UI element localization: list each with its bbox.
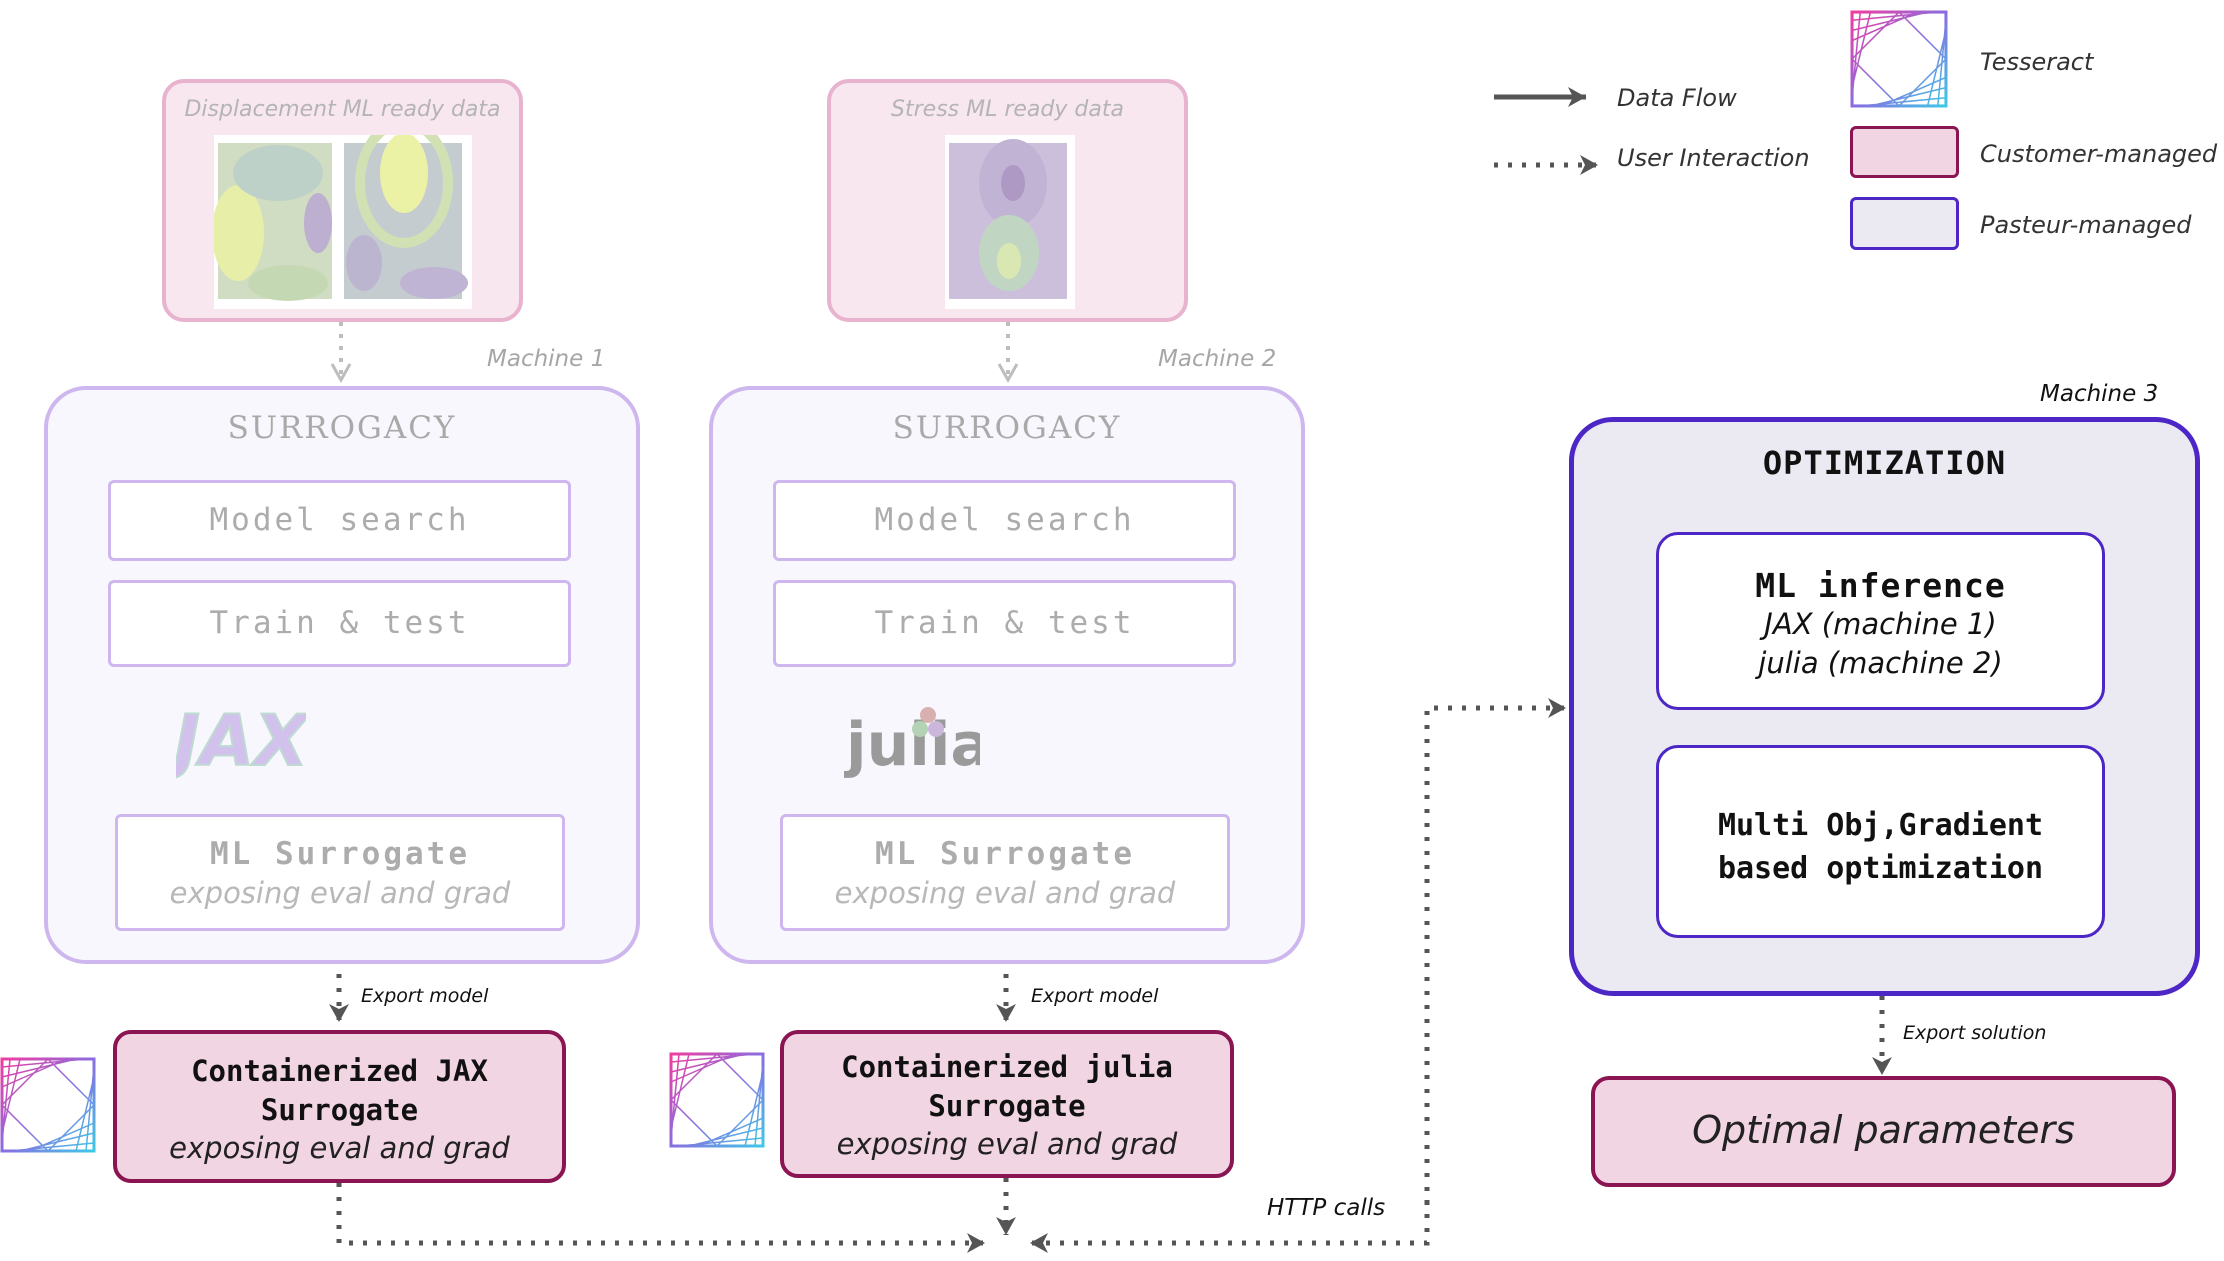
legend-data-flow-label: Data Flow	[1617, 84, 1737, 112]
ml-surrogate-title-2: ML Surrogate	[875, 836, 1135, 872]
machine-3-label: Machine 3	[2040, 381, 2159, 407]
ml-surrogate-box-2: ML Surrogate exposing eval and grad	[780, 814, 1230, 931]
containerized-jax-desc: exposing eval and grad	[169, 1131, 510, 1165]
train-test-label-1: Train & test	[209, 605, 470, 641]
model-search-label-1: Model search	[209, 502, 470, 538]
legend-tesseract-icon	[1850, 10, 1948, 108]
train-test-label-2: Train & test	[874, 605, 1135, 641]
train-test-box-2: Train & test	[773, 580, 1236, 667]
stress-data-title: Stress ML ready data	[891, 97, 1124, 122]
model-search-box-1: Model search	[108, 480, 571, 561]
legend-customer-label: Customer-managed	[1980, 140, 2218, 168]
ml-inference-box: ML inference JAX (machine 1) julia (mach…	[1656, 532, 2105, 710]
flow-http-to-optimization	[1424, 698, 1566, 1205]
gradient-optimization-box: Multi Obj,Gradient based optimization	[1656, 745, 2105, 938]
containerized-julia-desc: exposing eval and grad	[836, 1127, 1178, 1161]
legend-pasteur-swatch	[1850, 197, 1959, 250]
ml-inference-jax: JAX (machine 1)	[1764, 607, 1997, 641]
model-search-box-2: Model search	[773, 480, 1236, 561]
tesseract-icon	[0, 1057, 96, 1153]
displacement-heatmap-thumbnail	[214, 135, 472, 309]
flow-http-return	[1030, 1200, 1430, 1253]
train-test-box-1: Train & test	[108, 580, 571, 667]
displacement-data-card: Displacement ML ready data	[162, 79, 523, 322]
containerized-julia-subtitle: Surrogate	[928, 1089, 1086, 1123]
optimal-parameters-label: Optimal parameters	[1692, 1108, 2075, 1152]
flow-container1-to-http	[336, 1183, 985, 1253]
julia-logo-text: julia	[844, 710, 980, 780]
model-search-label-2: Model search	[874, 502, 1135, 538]
optimization-title: OPTIMIZATION	[1762, 444, 2007, 482]
jax-logo: JAX	[176, 699, 306, 779]
tesseract-icon	[669, 1052, 765, 1148]
julia-logo: julia	[844, 707, 980, 780]
gradient-optimization-line2: based optimization	[1717, 851, 2044, 886]
http-calls-label: HTTP calls	[1267, 1195, 1386, 1221]
ml-inference-title: ML inference	[1755, 566, 2006, 605]
ml-inference-julia: julia (machine 2)	[1758, 646, 2003, 680]
gradient-optimization-line1: Multi Obj,Gradient	[1717, 808, 2044, 843]
ml-surrogate-sub-1: exposing eval and grad	[169, 876, 511, 910]
containerized-jax-box: Containerized JAX Surrogate exposing eva…	[113, 1030, 566, 1183]
containerized-jax-title: Containerized JAX	[191, 1054, 488, 1088]
containerized-julia-title: Containerized julia	[841, 1050, 1173, 1084]
jax-logo-text: JAX	[176, 700, 306, 779]
machine-2-label: Machine 2	[1158, 346, 1277, 372]
legend-user-interaction-label: User Interaction	[1617, 144, 1810, 172]
stress-heatmap-thumbnail	[945, 135, 1075, 309]
ml-surrogate-box-1: ML Surrogate exposing eval and grad	[115, 814, 565, 931]
export-model-label-2: Export model	[1031, 985, 1159, 1007]
displacement-data-title: Displacement ML ready data	[184, 97, 501, 122]
surrogacy-title-1: SURROGACY	[227, 410, 457, 446]
ml-surrogate-title-1: ML Surrogate	[210, 836, 470, 872]
stress-data-card: Stress ML ready data	[827, 79, 1188, 322]
export-model-label-1: Export model	[361, 985, 489, 1007]
containerized-jax-subtitle: Surrogate	[260, 1093, 419, 1127]
ml-surrogate-sub-2: exposing eval and grad	[834, 876, 1176, 910]
surrogacy-title-2: SURROGACY	[892, 410, 1122, 446]
machine-1-label: Machine 1	[487, 346, 606, 372]
containerized-julia-box: Containerized julia Surrogate exposing e…	[780, 1030, 1234, 1178]
legend-pasteur-label: Pasteur-managed	[1980, 211, 2192, 239]
legend-tesseract-label: Tesseract	[1980, 48, 2094, 76]
legend-customer-swatch	[1850, 126, 1959, 178]
export-solution-label: Export solution	[1903, 1022, 2047, 1044]
optimal-parameters-box: Optimal parameters	[1591, 1076, 2176, 1187]
